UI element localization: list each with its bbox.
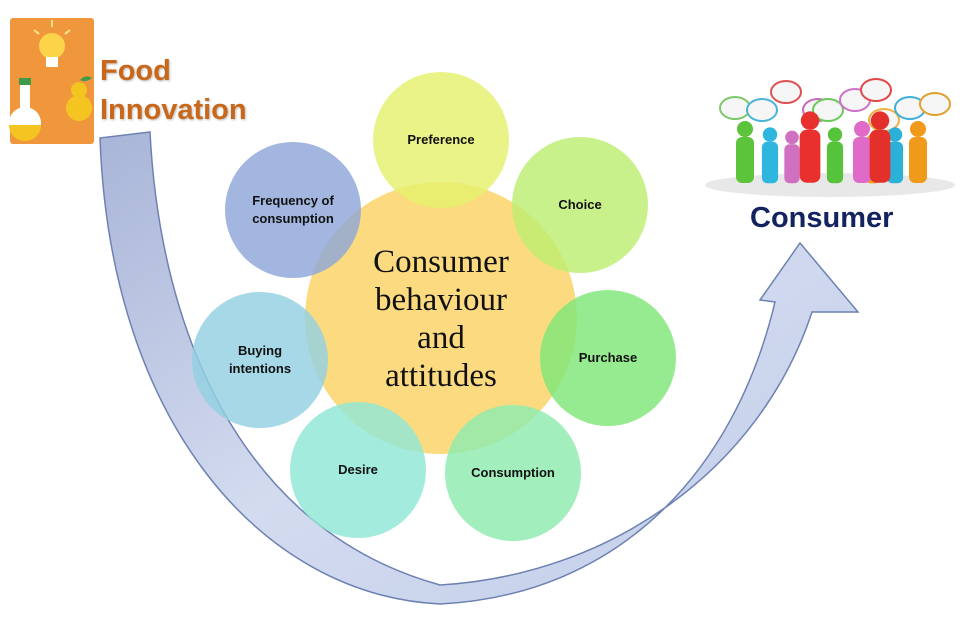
consumers-illustration (705, 78, 955, 197)
satellite-circle (373, 72, 509, 208)
satellite-label: Preference (407, 132, 474, 147)
satellite-node: Desire (290, 402, 426, 538)
person-icon (799, 111, 821, 183)
satellite-circle (192, 292, 328, 428)
satellite-label: Consumption (471, 465, 555, 480)
person-icon (784, 130, 800, 184)
logo-text: Food Innovation (100, 52, 247, 130)
person-icon (909, 121, 927, 183)
speech-bubble-icon (746, 98, 778, 122)
satellite-node: Preference (373, 72, 509, 208)
food-innovation-logo (9, 18, 94, 144)
speech-bubble-icon (919, 92, 951, 116)
satellite-circle (290, 402, 426, 538)
center-circle (305, 182, 577, 454)
logo-line-1: Food (100, 55, 171, 87)
logo-line-2: Innovation (100, 94, 247, 126)
pear-icon (66, 76, 92, 121)
speech-bubble-icon (812, 98, 844, 122)
satellite-label: Purchase (579, 350, 638, 365)
person-icon (761, 127, 779, 184)
person-icon (736, 121, 754, 183)
person-icon (886, 127, 904, 184)
person-icon (853, 121, 871, 183)
satellite-label: Choice (558, 197, 601, 212)
person-icon (869, 111, 891, 183)
satellite-node: Choice (512, 137, 648, 273)
satellite-circle (512, 137, 648, 273)
curved-arrow (99, 131, 860, 605)
speech-bubble-icon (770, 80, 802, 104)
satellite-node: Consumption (445, 405, 581, 541)
speech-bubble-icon (719, 96, 751, 120)
bottle-icon (9, 78, 41, 141)
satellite-circle (445, 405, 581, 541)
satellite-label: Desire (338, 462, 378, 477)
satellite-circle (540, 290, 676, 426)
lightbulb-icon (33, 20, 71, 67)
satellite-circle (225, 142, 361, 278)
speech-bubble-icon (860, 78, 892, 102)
person-icon (826, 127, 844, 184)
satellite-node: Purchase (540, 290, 676, 426)
consumer-label: Consumer (750, 202, 894, 234)
